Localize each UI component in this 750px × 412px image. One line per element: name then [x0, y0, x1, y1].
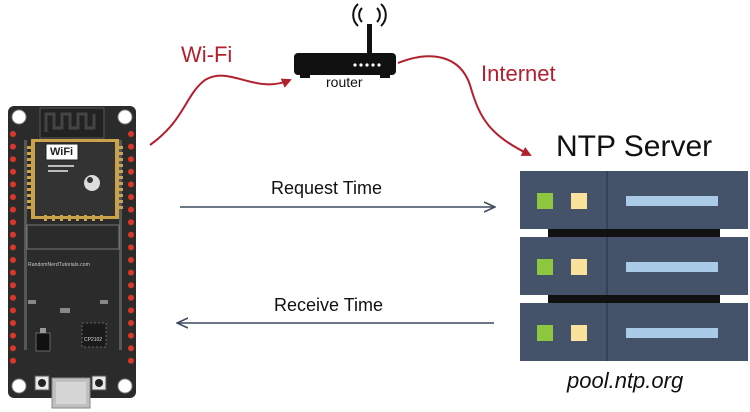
wifi-label: Wi-Fi	[181, 42, 233, 67]
header-pin	[10, 231, 16, 238]
header-pin	[128, 357, 134, 364]
header-pin	[128, 294, 134, 301]
header-pin	[128, 257, 134, 263]
header-pin	[10, 269, 16, 276]
ntp-server-title: NTP Server	[556, 130, 713, 163]
header-pin	[128, 194, 134, 200]
header-pin	[10, 156, 16, 163]
header-pin	[10, 320, 16, 326]
header-pin	[128, 320, 134, 326]
header-pin	[128, 231, 134, 238]
internet-label: Internet	[481, 61, 556, 86]
header-pin	[10, 307, 16, 314]
header-pin	[10, 244, 16, 251]
router-label: router	[326, 74, 363, 90]
header-pin	[10, 206, 16, 213]
header-pin	[10, 282, 16, 289]
header-pin	[10, 143, 16, 150]
board-silkscreen-text: RandomNerdTutorials.com	[28, 262, 90, 268]
receive-time-label: Receive Time	[274, 295, 384, 315]
header-pin	[128, 143, 134, 150]
header-pin	[128, 156, 134, 163]
header-pin	[10, 294, 16, 301]
header-pin	[128, 282, 134, 289]
header-pin	[10, 257, 16, 263]
header-pin	[128, 307, 134, 314]
header-pin	[10, 194, 16, 200]
header-pin	[10, 219, 16, 226]
header-pin	[128, 219, 134, 226]
header-pin	[10, 168, 16, 175]
header-pin	[10, 357, 16, 364]
header-pin	[128, 244, 134, 251]
ntp-pool-address: pool.ntp.org	[567, 368, 684, 393]
wifi-logo: WiFi	[50, 146, 74, 158]
header-pin	[128, 332, 134, 339]
wifi-arrow	[149, 74, 292, 146]
header-pin	[128, 269, 134, 276]
internet-arrow	[397, 55, 532, 156]
header-pin	[10, 131, 16, 137]
header-pin	[10, 345, 16, 352]
chip-label: CP2102	[84, 337, 103, 343]
request-time-label: Request Time	[271, 178, 383, 198]
header-pin	[128, 168, 134, 175]
header-pin	[10, 181, 16, 188]
header-pin	[128, 345, 134, 352]
header-pin	[128, 181, 134, 188]
header-pin	[128, 206, 134, 213]
header-pin	[128, 131, 134, 137]
header-pin	[10, 332, 16, 339]
